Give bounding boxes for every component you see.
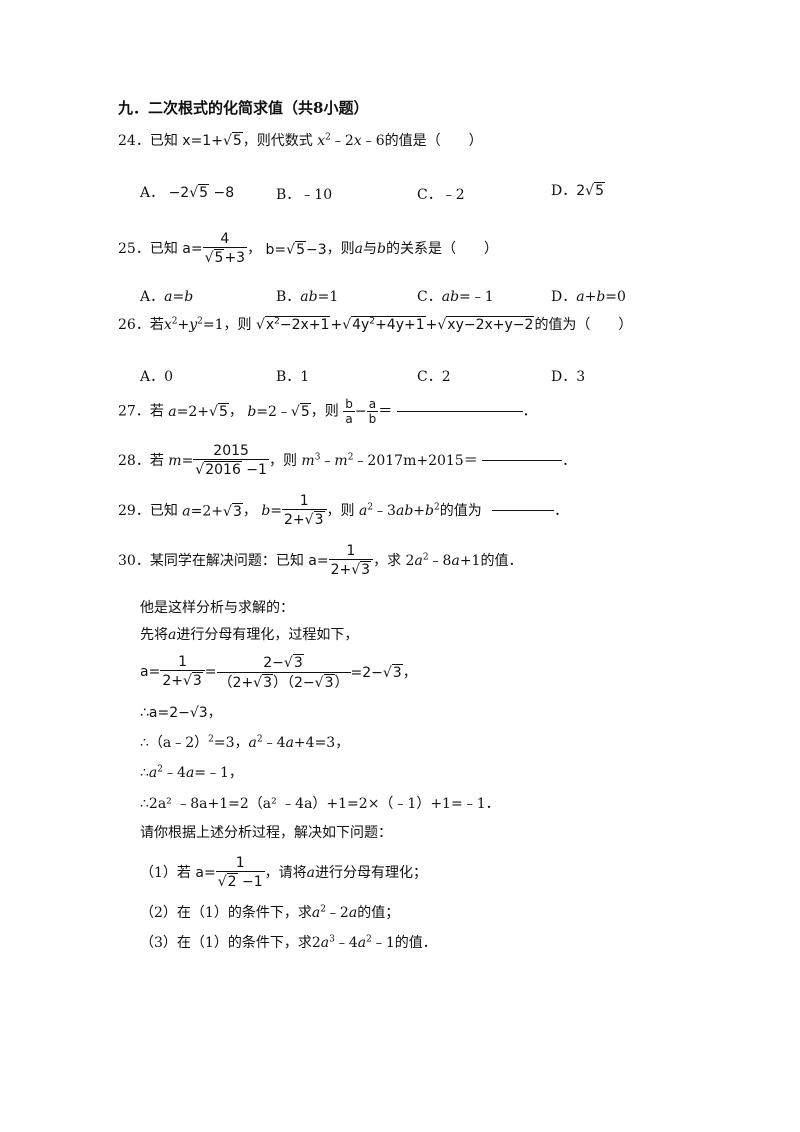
section-title: 九．二次根式的化简求值（共8小题） <box>118 99 369 117</box>
q24-option-c: C．﹣2 <box>417 187 465 203</box>
q25-option-b: B．ab=1 <box>276 289 339 305</box>
solution-intro: 他是这样分析与求解的： <box>140 600 294 616</box>
q26-option-a: A．0 <box>140 369 174 385</box>
q25-option-d: D．a+b=0 <box>551 289 626 305</box>
task-1: （1）若 a=1√2 −1，请将a进行分母有理化； <box>140 855 427 890</box>
answer-blank-29[interactable] <box>492 510 555 512</box>
fraction-a: 4√5+3 <box>202 231 248 266</box>
q25-option-a: A．a=b <box>140 289 194 305</box>
solution-step-rationalize: 先将a进行分母有理化，过程如下， <box>140 627 359 643</box>
question-25: 25．已知 a=4√5+3， b=√5−3，则a与b的关系是（ ） <box>118 231 498 266</box>
q25-option-c: C．ab=﹣1 <box>417 289 494 305</box>
formula-x-def: x=1+√5 <box>182 132 243 149</box>
task-2: （2）在（1）的条件下，求a2﹣2a的值； <box>140 904 400 921</box>
question-24: 24．已知 x=1+√5，则代数式 x2﹣2x﹣6的值是（ ） <box>118 132 483 149</box>
question-28: 28．若 m=2015√2016 −1，则 m3﹣m2﹣2017m+2015＝ … <box>118 443 577 478</box>
q24-option-a: A． −2√5 −8 <box>140 184 235 201</box>
fraction-m: 2015√2016 −1 <box>193 443 269 478</box>
fraction-a-task: 1√2 −1 <box>215 855 265 890</box>
task-3: （3）在（1）的条件下，求2a3﹣4a2﹣1的值． <box>140 934 437 951</box>
solution-step-simplify: ∴a2﹣4a=﹣1， <box>140 764 243 781</box>
answer-blank-27[interactable] <box>396 411 523 412</box>
q24-option-d: D．2√5 <box>551 182 605 199</box>
answer-blank-28[interactable] <box>482 460 563 462</box>
q24-option-b: B．﹣10 <box>276 187 333 203</box>
q26-option-c: C．2 <box>417 369 451 385</box>
q26-option-b: B．1 <box>276 369 310 385</box>
q26-option-d: D．3 <box>551 369 586 385</box>
formula-sum-roots: √x2−2x+1+√4y2+4y+1+√xy−2x+y−2 <box>255 316 535 333</box>
solution-step-a: ∴a=2−√3， <box>140 705 222 721</box>
solution-step-final: ∴2a² ﹣8a+1=2（a² ﹣4a）+1=2×（﹣1）+1=﹣1． <box>140 796 500 812</box>
solution-step-square: ∴（a﹣2）2=3，a2﹣4a+4=3， <box>140 734 350 751</box>
question-26: 26．若x2+y2=1，则 √x2−2x+1+√4y2+4y+1+√xy−2x+… <box>118 316 633 333</box>
task-intro: 请你根据上述分析过程，解决如下问题： <box>140 825 392 841</box>
